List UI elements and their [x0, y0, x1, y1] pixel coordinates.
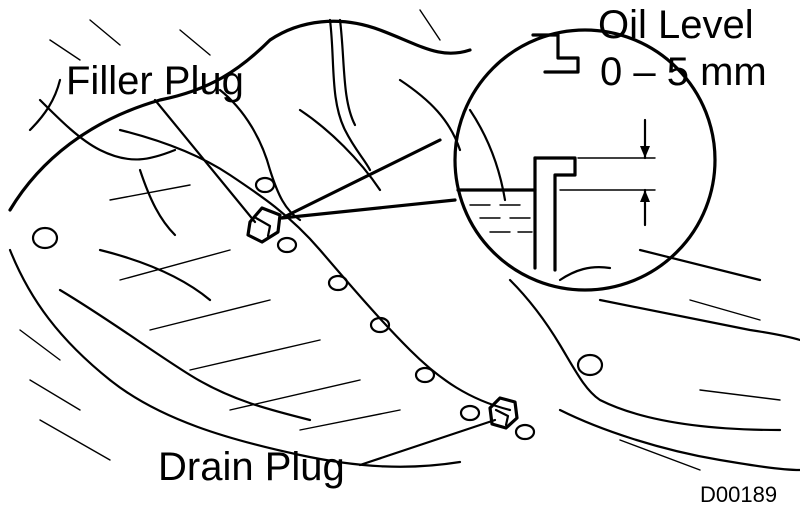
oil-level-title: Oil Level: [598, 3, 754, 47]
oil-level-magnifier: [280, 28, 717, 292]
drain-plug-leader: [358, 418, 497, 467]
drain-plug-icon: [488, 396, 519, 430]
oil-level-value: 0 – 5 mm: [600, 50, 767, 94]
drain-plug-label: Drain Plug: [158, 445, 345, 489]
filler-plug-label: Filler Plug: [66, 59, 244, 103]
filler-plug-icon: [246, 206, 282, 244]
filler-plug-leader: [153, 98, 257, 224]
transmission-housing-illustration: [8, 9, 800, 472]
figure-id: D00189: [700, 482, 777, 505]
